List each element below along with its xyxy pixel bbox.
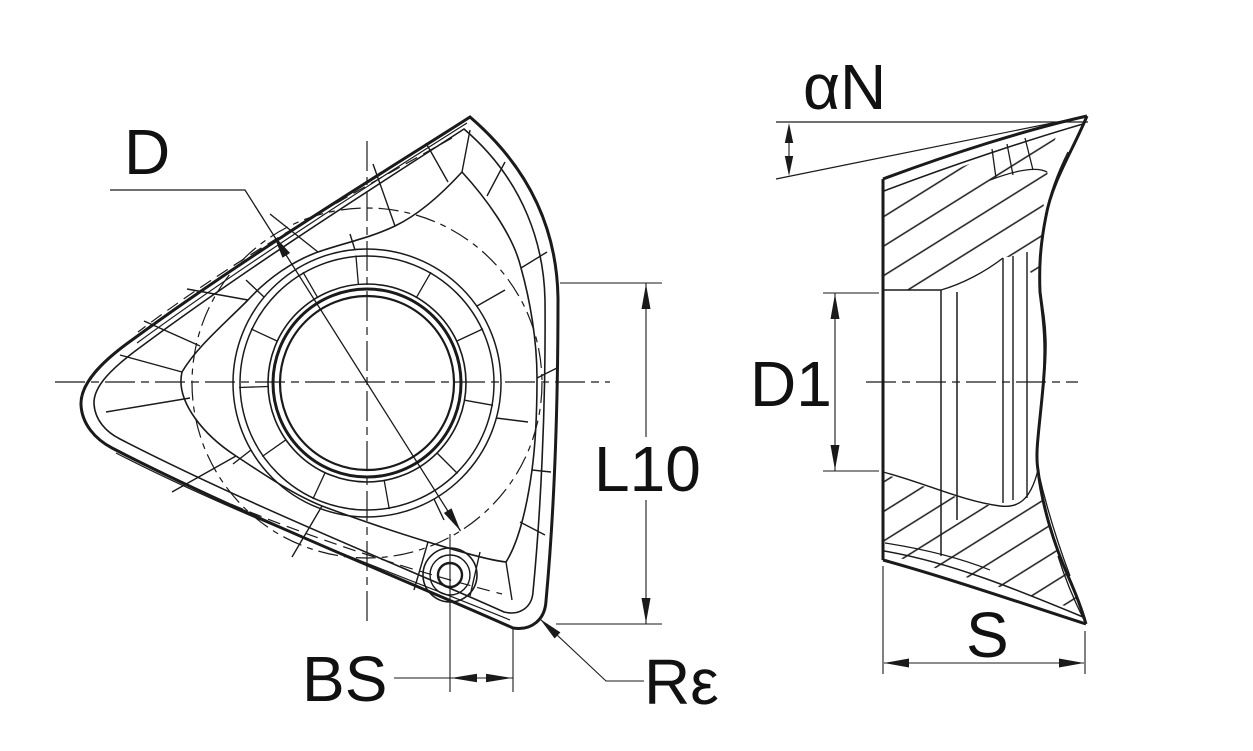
dim-alpha-n: αN xyxy=(775,51,1088,180)
dim-r-epsilon: Rε xyxy=(539,618,719,718)
hidden-lines xyxy=(121,137,503,595)
front-view: D L10 BS Rε xyxy=(55,115,719,718)
label-alpha-n: αN xyxy=(803,51,886,123)
facet-lines xyxy=(105,129,558,601)
label-d: D xyxy=(124,116,170,188)
label-d1: D1 xyxy=(750,348,832,420)
side-details xyxy=(882,137,1085,621)
label-r-epsilon: Rε xyxy=(644,646,719,718)
dim-d1: D1 xyxy=(750,292,879,472)
centerlines xyxy=(55,141,610,622)
label-l10: L10 xyxy=(594,433,701,505)
hatch-lower xyxy=(883,474,1080,610)
dim-bs: BS xyxy=(302,534,514,715)
dim-l10: L10 xyxy=(556,282,701,625)
hatch-upper xyxy=(883,130,1058,290)
dim-d: D xyxy=(110,116,462,532)
label-bs: BS xyxy=(302,643,387,715)
ring-spokes xyxy=(239,255,494,510)
side-view: αN D1 S xyxy=(750,51,1089,674)
label-s: S xyxy=(966,599,1009,671)
dim-s: S xyxy=(882,566,1086,674)
